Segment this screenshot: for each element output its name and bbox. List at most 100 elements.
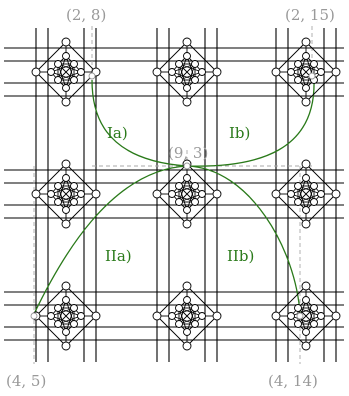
gadget-node [70, 182, 78, 190]
gadget-node [54, 304, 62, 312]
label-center: (9, 3) [168, 144, 208, 162]
gadget-node [191, 304, 199, 312]
gadget-node [301, 341, 311, 351]
gadget-node [198, 68, 206, 76]
gadget-edge [35, 163, 67, 195]
ports [30, 72, 316, 320]
gadget-edge [186, 285, 218, 317]
gadget-edge [275, 193, 307, 225]
gadget-node [62, 296, 70, 304]
gadget-node [191, 76, 199, 84]
label-bottom-right: (4, 14) [268, 372, 318, 390]
gadget-edge [156, 315, 188, 347]
gadget-node [294, 60, 302, 68]
region-label-ib: Ib) [229, 124, 250, 142]
gadget-node [301, 37, 311, 47]
gadget-edge [65, 41, 97, 73]
gadget-node [191, 198, 199, 206]
port-marker [88, 72, 96, 80]
gadget-node [182, 37, 192, 47]
gadget-node [301, 281, 311, 291]
gadget-node [77, 312, 85, 320]
gadget [31, 159, 101, 229]
port-marker [30, 312, 38, 320]
gadget-node [183, 174, 191, 182]
gadget-edge [65, 285, 97, 317]
gadget [271, 37, 341, 107]
gadget-edge [65, 193, 97, 225]
gadget-node [301, 97, 311, 107]
gadget-node [175, 182, 183, 190]
gadget-node [271, 311, 281, 321]
gadget-node [301, 219, 311, 229]
gadget-node [31, 67, 41, 77]
gadget-node [212, 67, 222, 77]
label-top-right: (2, 15) [285, 6, 335, 24]
gadget-node [301, 159, 311, 169]
gadget-node [152, 311, 162, 321]
gadget-node [302, 206, 310, 214]
gadget-node [62, 206, 70, 214]
gadget-edge [156, 193, 188, 225]
gadget-node [77, 68, 85, 76]
gadget-node [302, 328, 310, 336]
gadget-node [287, 190, 295, 198]
gadget-edge [35, 193, 67, 225]
gadget-node [175, 60, 183, 68]
gadget-node [70, 76, 78, 84]
gadget-edge [305, 41, 337, 73]
gadget-node [287, 312, 295, 320]
gadget-node [287, 68, 295, 76]
gadget-node [331, 67, 341, 77]
gadget-edge [35, 285, 67, 317]
gadget-node [294, 76, 302, 84]
gadget-edge [186, 193, 218, 225]
gadget-node [198, 190, 206, 198]
gadget-node [175, 76, 183, 84]
gadget-edge [275, 71, 307, 103]
gadget-node [47, 190, 55, 198]
gadget-edge [305, 315, 337, 347]
gadget-node [317, 68, 325, 76]
gadget-node [54, 320, 62, 328]
gadget-edge [156, 163, 188, 195]
gadget [31, 37, 101, 107]
gadget-node [302, 84, 310, 92]
gadget-node [331, 189, 341, 199]
gadget-node [168, 68, 176, 76]
gadget-node [183, 84, 191, 92]
gadget-node [294, 304, 302, 312]
gadget-node [182, 219, 192, 229]
gadget-node [183, 296, 191, 304]
gadget-edge [35, 315, 67, 347]
gadget-node [182, 341, 192, 351]
gadget-node [294, 182, 302, 190]
gadget-node [152, 67, 162, 77]
gadget-edge [275, 163, 307, 195]
label-top-left: (2, 8) [66, 6, 106, 24]
gadget-edge [65, 163, 97, 195]
gadget-node [212, 311, 222, 321]
gadget-node [61, 37, 71, 47]
gadget [152, 37, 222, 107]
gadget-node [62, 84, 70, 92]
gadget-node [54, 76, 62, 84]
gadget-node [54, 198, 62, 206]
gadget-node [182, 97, 192, 107]
gadget-node [62, 328, 70, 336]
gadget-node [310, 304, 318, 312]
gadget-node [175, 304, 183, 312]
gadget-edge [35, 41, 67, 73]
gadget-edge [305, 71, 337, 103]
gadget-node [168, 312, 176, 320]
gadget-node [54, 60, 62, 68]
gadget-node [152, 189, 162, 199]
gadget-node [62, 174, 70, 182]
label-bottom-left: (4, 5) [6, 372, 46, 390]
gadget-node [310, 198, 318, 206]
gadget-node [91, 311, 101, 321]
gadget-node [168, 190, 176, 198]
gadget-node [77, 190, 85, 198]
gadget-edge [65, 315, 97, 347]
